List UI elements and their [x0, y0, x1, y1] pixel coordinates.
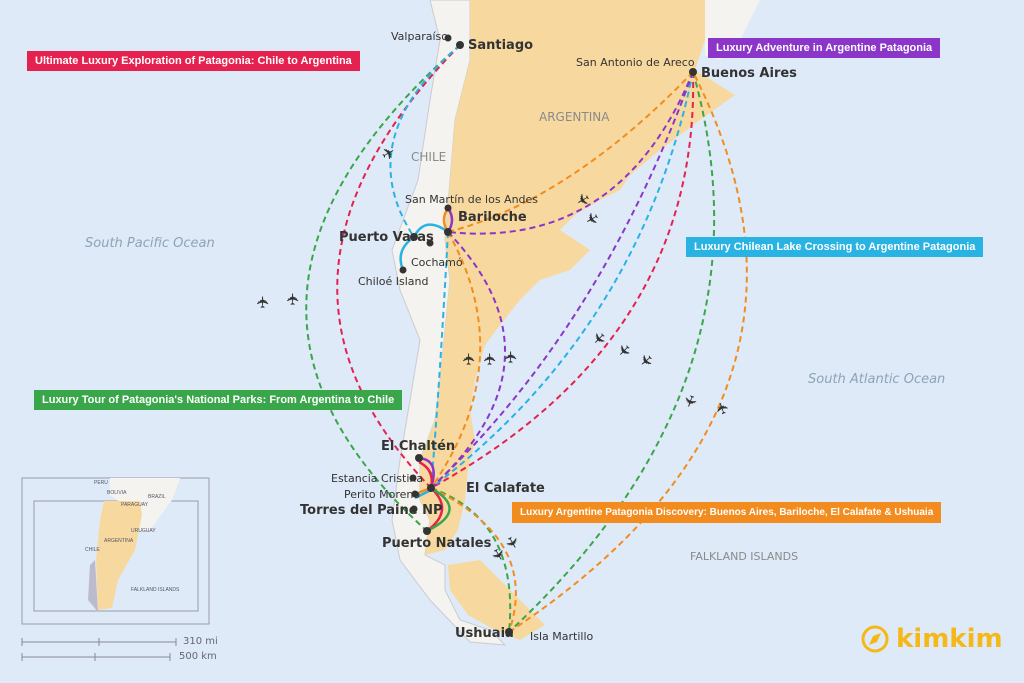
- scale-km: 500 km: [179, 651, 217, 662]
- city-santiago: Santiago: [468, 38, 534, 53]
- ocean-label-pacific: South Pacific Ocean: [85, 236, 215, 251]
- route-orange-3: [430, 487, 517, 633]
- tour-label-adventure[interactable]: Luxury Adventure in Argentine Patagonia: [708, 38, 941, 58]
- inset-label-paraguay: PARAGUAY: [121, 502, 149, 508]
- city-cochamo: Cochamó: [411, 256, 463, 269]
- route-purple-3: [430, 71, 694, 489]
- city-puerto-varas: Puerto Varas: [339, 230, 434, 245]
- kimkim-logo: kimkim: [860, 624, 1003, 654]
- route-orange-4: [508, 71, 748, 633]
- route-green-2: [508, 71, 716, 633]
- argentina-land: [420, 0, 735, 555]
- country-label-argentina: ARGENTINA: [539, 110, 610, 124]
- route-green-1: [305, 44, 461, 532]
- logo-text: kimkim: [896, 624, 1003, 654]
- city-el-calafate: El Calafate: [466, 481, 545, 496]
- inset-label-peru: PERU: [94, 480, 108, 486]
- plane-icon: ✈: [459, 352, 479, 366]
- routes: [305, 44, 748, 633]
- route-cyan-3: [430, 71, 694, 489]
- inset-label-bolivia: BOLIVIA: [107, 490, 127, 496]
- route-cyan-1: [389, 44, 461, 238]
- city-san-martin: San Martín de los Andes: [405, 193, 539, 206]
- city-el-chalten: El Chaltén: [381, 439, 456, 454]
- compass-icon: [861, 625, 889, 653]
- inset-label-argentina: ARGENTINA: [104, 538, 134, 544]
- plane-icon: ✈: [501, 350, 521, 364]
- plane-icon: ✈: [480, 352, 500, 366]
- inset-label-brazil: BRAZIL: [148, 494, 166, 500]
- city-valparaiso: Valparaíso: [391, 30, 448, 43]
- ocean-label-atlantic: South Atlantic Ocean: [808, 372, 946, 387]
- city-chiloe: Chiloé Island: [358, 275, 429, 288]
- city-san-antonio: San Antonio de Areco: [576, 56, 695, 69]
- city-markers: [399, 34, 697, 636]
- city-isla-martillo: Isla Martillo: [530, 630, 594, 643]
- scale-bars: [21, 638, 177, 661]
- tour-label-discovery[interactable]: Luxury Argentine Patagonia Discovery: Bu…: [512, 502, 942, 523]
- plane-icon: ✈: [253, 295, 273, 309]
- city-estancia-cristina: Estancia Cristina: [331, 472, 424, 485]
- tour-label-lake-crossing[interactable]: Luxury Chilean Lake Crossing to Argentin…: [686, 237, 984, 257]
- inset-map: [21, 477, 210, 625]
- city-torres-del-paine: Torres del Paine NP: [300, 503, 443, 518]
- inset-label-falklands: FALKLAND ISLANDS: [131, 587, 180, 593]
- plane-icon: ✈: [283, 292, 303, 306]
- city-bariloche: Bariloche: [458, 210, 527, 225]
- city-perito-moreno: Perito Moreno: [344, 488, 421, 501]
- city-puerto-natales: Puerto Natales: [382, 536, 492, 551]
- tour-label-ultimate[interactable]: Ultimate Luxury Exploration of Patagonia…: [27, 51, 360, 71]
- route-purple-1: [447, 71, 694, 235]
- route-red-2: [430, 71, 695, 489]
- inset-label-uruguay: URUGUAY: [131, 528, 156, 534]
- route-purple-2: [430, 231, 507, 489]
- city-buenos-aires: Buenos Aires: [701, 66, 797, 81]
- route-green-3: [430, 487, 512, 633]
- inset-label-chile: CHILE: [85, 547, 100, 553]
- tour-label-national-parks[interactable]: Luxury Tour of Patagonia's National Park…: [34, 390, 403, 410]
- region-label-falklands: FALKLAND ISLANDS: [690, 550, 799, 563]
- tierra-del-fuego-land: [448, 560, 545, 640]
- scale-miles: 310 mi: [183, 636, 218, 647]
- city-ushuaia: Ushuaia: [455, 626, 514, 641]
- route-orange-2: [430, 231, 482, 489]
- route-orange-1: [447, 71, 694, 233]
- country-label-chile: CHILE: [411, 150, 447, 164]
